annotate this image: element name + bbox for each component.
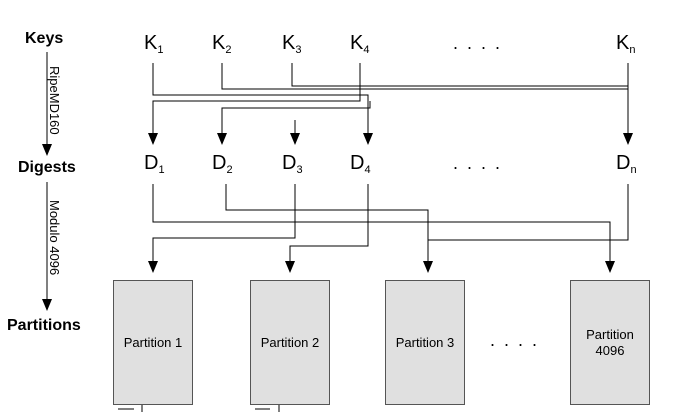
digest-item: D2 [212, 153, 233, 176]
stage-modulo-label: Modulo 4096 [47, 200, 62, 276]
key-subscript: 3 [295, 44, 302, 56]
digests-ellipsis: . . . . [453, 153, 503, 173]
digest-symbol: D [616, 152, 631, 174]
stage-hash-label: RipeMD160 [47, 66, 62, 135]
connector-k3-d3 [291, 63, 629, 89]
partitions-ellipsis: . . . . [490, 330, 540, 350]
digests-label: Digests [18, 159, 76, 176]
partition-label: Partition 2 [260, 334, 320, 350]
digest-symbol: D [282, 152, 297, 174]
digest-item: D1 [144, 153, 165, 176]
key-subscript: 4 [363, 44, 370, 56]
key-subscript: n [629, 44, 636, 56]
digest-item: D4 [350, 153, 371, 176]
partition-label-line2: 4096 [595, 342, 625, 358]
connector-d1-p4096 [152, 184, 615, 273]
partition-label: Partition 1 [123, 334, 183, 350]
key-item: K2 [212, 33, 231, 56]
partition-box: Partition 1 [113, 280, 193, 405]
digest-subscript: 3 [296, 164, 303, 176]
keys-ellipsis: . . . . [453, 33, 503, 53]
digest-item: Dn [616, 153, 637, 176]
digest-subscript: n [630, 164, 637, 176]
key-symbol: K [212, 32, 226, 54]
connector-d2-p3 [225, 184, 433, 273]
connector-k4-d1 [148, 63, 361, 145]
partitions-label: Partitions [7, 317, 81, 334]
digest-subscript: 4 [364, 164, 371, 176]
connector-d2-in [217, 101, 371, 145]
digest-symbol: D [350, 152, 365, 174]
keys-label: Keys [25, 30, 64, 47]
digest-subscript: 2 [226, 164, 233, 176]
key-item: K4 [350, 33, 369, 56]
partition-box: Partition 3 [385, 280, 465, 405]
key-symbol: K [350, 32, 364, 54]
partition-box: Partition 2 [250, 280, 330, 405]
key-item: K1 [144, 33, 163, 56]
key-item: Kn [616, 33, 635, 56]
partition-label: Partition 3 [395, 334, 455, 350]
digest-symbol: D [212, 152, 227, 174]
digest-item: D3 [282, 153, 303, 176]
key-symbol: K [616, 32, 630, 54]
connector-dn-p3 [428, 184, 629, 241]
digest-symbol: D [144, 152, 159, 174]
key-subscript: 1 [157, 44, 164, 56]
key-subscript: 2 [225, 44, 232, 56]
connector-k2-dn [221, 63, 633, 145]
connector-d4-p2 [285, 184, 369, 273]
partition-label: Partition [586, 326, 634, 342]
key-item: K3 [282, 33, 301, 56]
key-symbol: K [282, 32, 296, 54]
connector-k1-d4 [152, 63, 373, 145]
digest-subscript: 1 [158, 164, 165, 176]
key-symbol: K [144, 32, 158, 54]
connector-d3-p1 [148, 184, 296, 273]
